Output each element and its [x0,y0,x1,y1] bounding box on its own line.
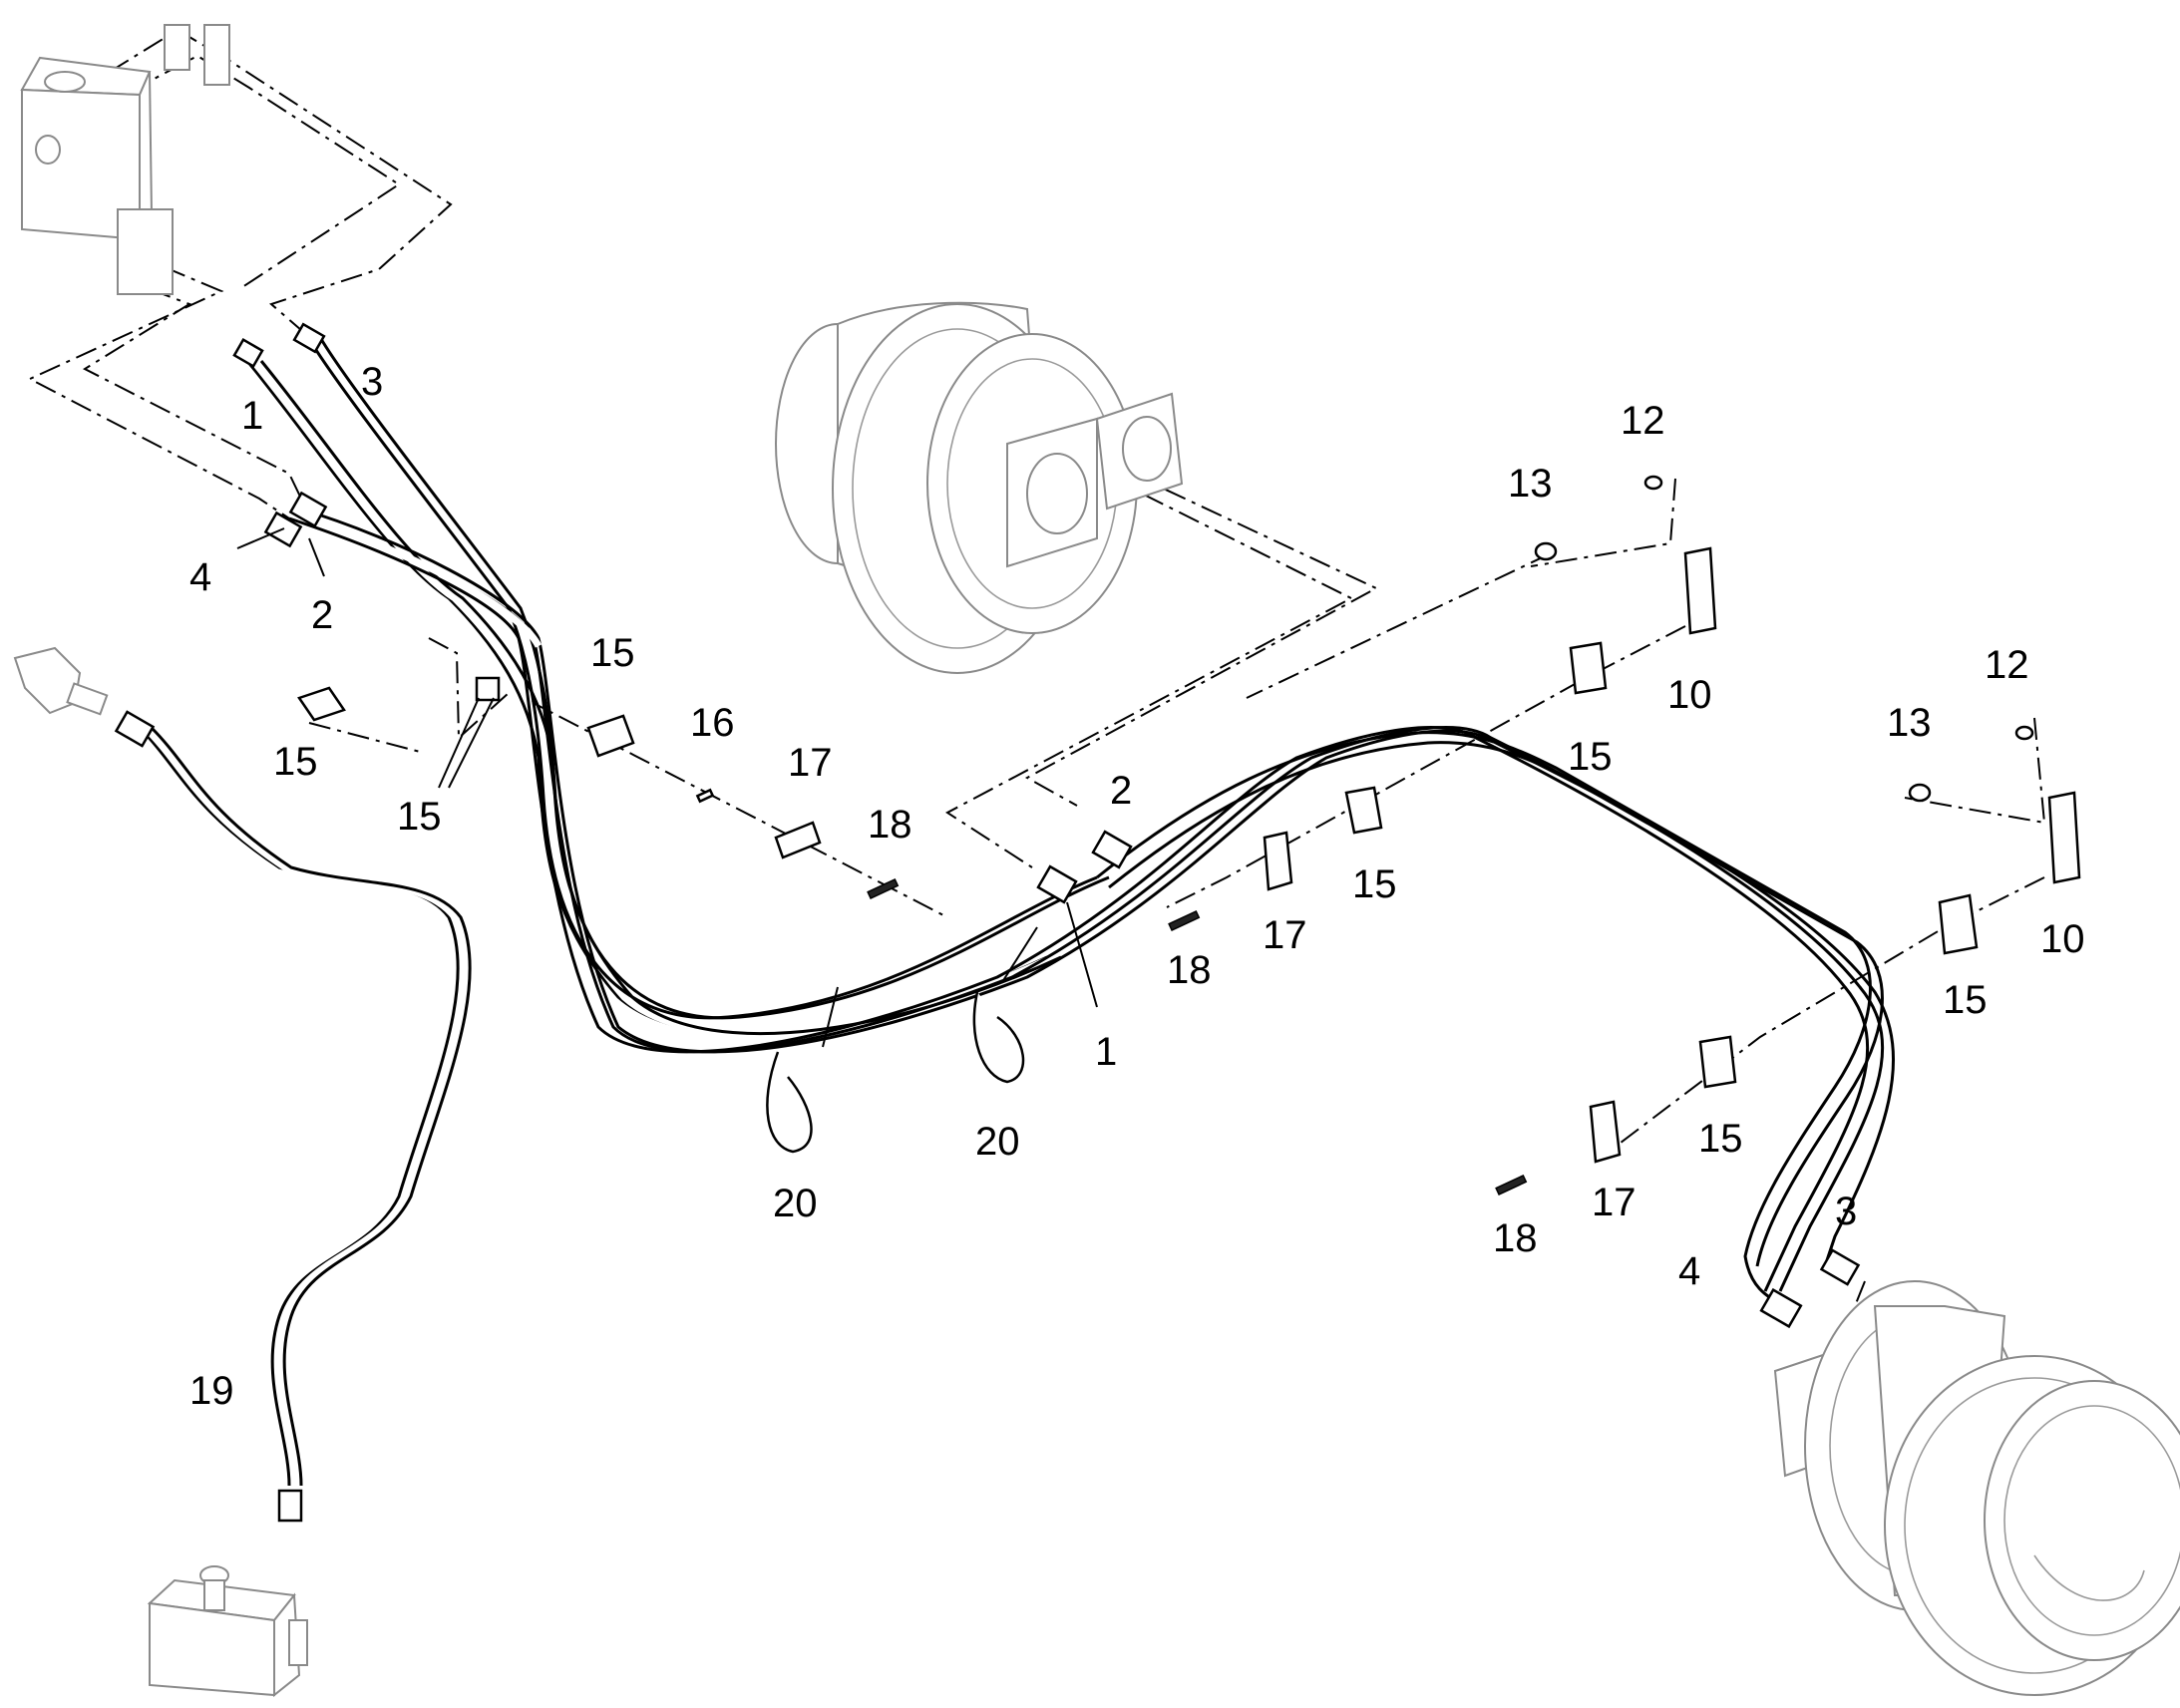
callout-15-f: 15 [1943,978,1988,1022]
callout-15-g: 15 [1698,1117,1743,1161]
callout-15-c: 15 [397,795,442,839]
clamp-parts [297,475,2081,1196]
cable-tie-20-left [766,1051,813,1154]
callout-17-c: 17 [1592,1181,1636,1224]
cable-tie-20-right [972,991,1025,1084]
clamp-15-low-right [1698,1035,1737,1089]
callout-2-center: 2 [1110,769,1132,813]
callout-4-right: 4 [1678,1249,1700,1293]
callout-10-b: 10 [2040,917,2085,961]
callout-20-right: 20 [975,1120,1020,1164]
clamp-15-mid [586,714,635,758]
callout-15-b: 15 [273,740,318,784]
plate-17-b [1263,831,1293,891]
callout-17-b: 17 [1263,913,1307,957]
clamp-15-stack [475,676,501,702]
bolt-18-a [867,877,900,899]
bolt-16 [695,788,715,804]
callout-13-b: 13 [1887,701,1932,745]
callout-12-b: 12 [1985,643,2029,687]
callout-15-e: 15 [1352,862,1397,906]
screw-13-b [1908,783,1932,803]
callout-3-top: 3 [361,360,383,404]
callout-1-top: 1 [241,394,263,438]
hose-fittings [114,322,1861,1523]
bolt-18-c [1495,1174,1528,1196]
callout-18-b: 18 [1167,948,1212,992]
callout-4-top: 4 [189,555,211,599]
callout-17-a: 17 [788,741,833,785]
clamp-15-left [297,686,346,722]
callout-3-right: 3 [1835,1190,1857,1233]
brake-valve-block-bottom [147,1565,308,1698]
callout-12-a: 12 [1621,399,1665,443]
assembly-guide-lines [27,28,2046,1322]
callout-1-center: 1 [1095,1030,1117,1074]
callout-2-top: 2 [311,593,333,637]
callout-15-a: 15 [590,631,635,675]
callout-19: 19 [189,1369,234,1413]
plate-17-c [1589,1100,1622,1164]
callout-10-a: 10 [1667,673,1712,717]
hoses [138,338,1895,1487]
cable-ties [766,991,1025,1154]
leader-lines [236,527,1098,1048]
washer-12-a [1643,475,1663,491]
callout-20-left: 20 [773,1182,818,1225]
rear-travel-motor [775,301,1184,674]
front-travel-motor [1773,1280,2180,1696]
bracket-10-a [1683,546,1717,635]
screw-13-a [1534,541,1558,561]
clamp-15-center [1344,786,1383,835]
callout-16: 16 [690,701,735,745]
callout-18-a: 18 [868,803,912,847]
callout-18-c: 18 [1493,1216,1538,1260]
clamp-15-upper-right [1569,641,1608,695]
bracket-10-b [2047,791,2081,884]
pressure-switch [13,646,109,716]
callout-13-a: 13 [1508,462,1553,506]
washer-12-b [2014,725,2034,741]
callout-15-d: 15 [1568,735,1613,779]
control-valve-block-top [20,24,230,295]
bolt-18-b [1168,909,1201,931]
plate-17-a [774,821,822,859]
clamp-15-far-right [1938,893,1979,955]
callout-labels: 1 1 2 2 3 3 4 4 10 10 12 12 13 13 15 15 … [189,360,2085,1413]
